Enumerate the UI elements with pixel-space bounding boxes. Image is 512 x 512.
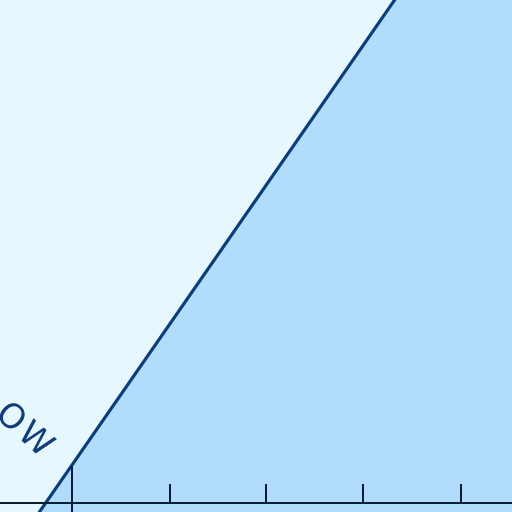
boundary-line xyxy=(37,0,397,512)
right-region xyxy=(38,0,512,512)
